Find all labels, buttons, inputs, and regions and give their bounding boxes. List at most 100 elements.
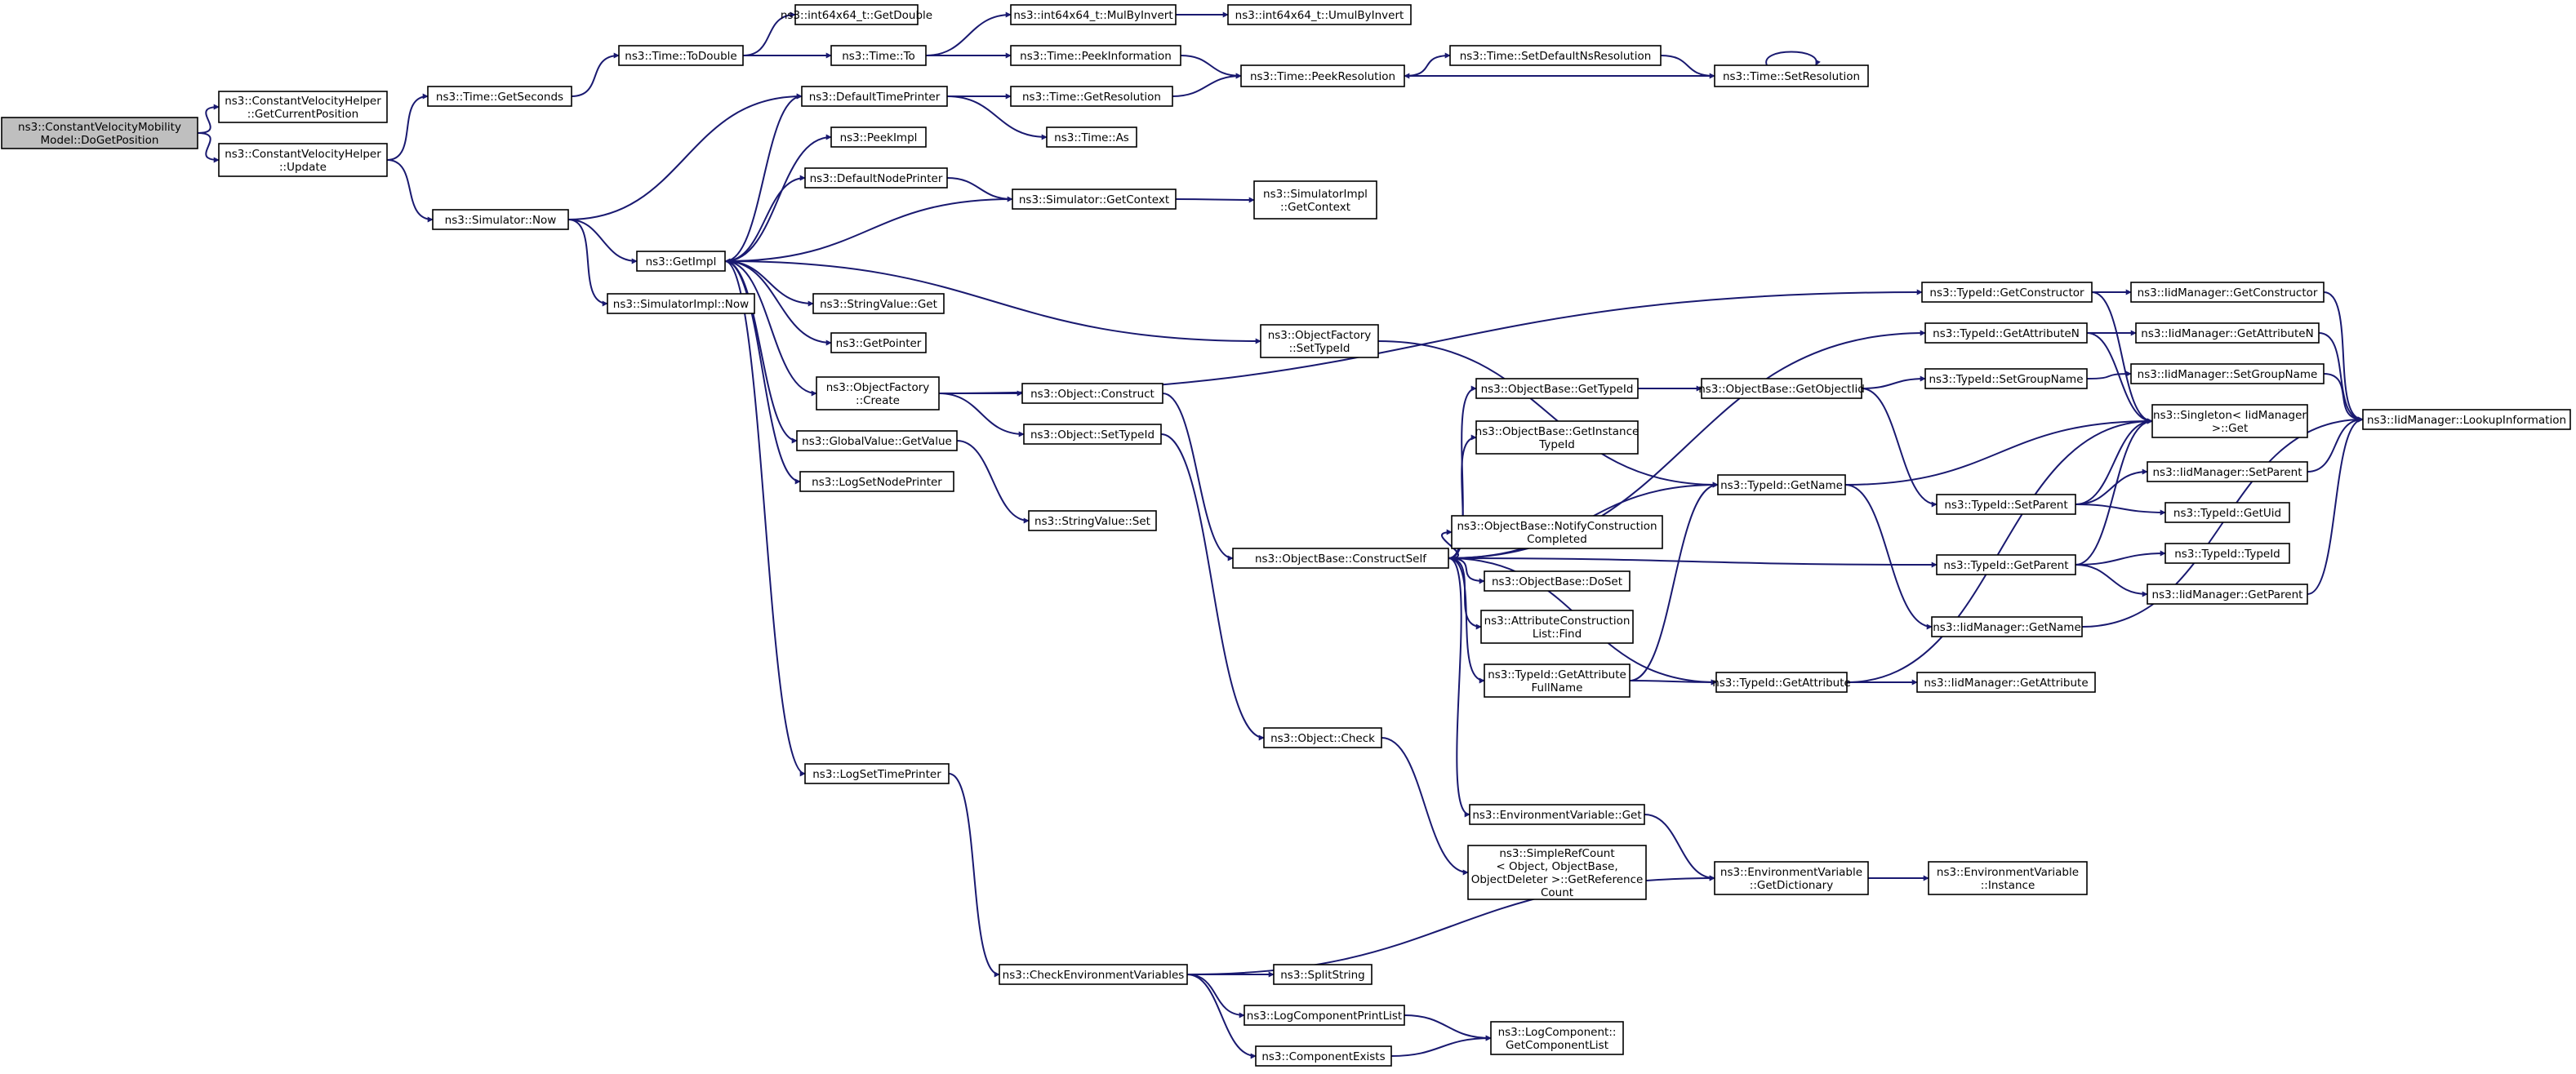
graph-node-n28[interactable]: ns3::LogSetTimePrinter	[804, 763, 950, 784]
graph-node-n39[interactable]: ns3::ObjectBase::DoSet	[1484, 570, 1631, 592]
graph-node-n27[interactable]: ns3::LogSetNodePrinter	[799, 471, 954, 492]
node-label-line: ns3::IidManager::SetParent	[2153, 466, 2302, 479]
node-label-line: GetComponentList	[1506, 1039, 1608, 1052]
node-box	[1260, 324, 1379, 358]
graph-node-n21[interactable]: ns3::GetImpl	[636, 251, 726, 272]
graph-node-n17[interactable]: ns3::PeekImpl	[830, 126, 927, 148]
graph-node-n8[interactable]: ns3::int64x64_t::MulByInvert	[1010, 4, 1177, 25]
node-label-line: ns3::EnvironmentVariable	[1720, 866, 1862, 879]
graph-node-n11[interactable]: ns3::Time::PeekResolution	[1240, 64, 1405, 87]
graph-node-n24[interactable]: ns3::GetPointer	[830, 332, 927, 353]
node-box	[1449, 45, 1662, 66]
graph-node-n29[interactable]: ns3::ObjectFactory::SetTypeId	[1260, 324, 1379, 358]
graph-node-n12[interactable]: ns3::Time::SetDefaultNsResolution	[1449, 45, 1662, 66]
graph-node-n20[interactable]: ns3::SimulatorImpl::GetContext	[1253, 180, 1377, 220]
graph-node-n46[interactable]: ns3::ComponentExists	[1255, 1045, 1392, 1067]
node-label-line: ns3::ConstantVelocityHelper	[225, 95, 381, 108]
node-box	[1916, 672, 2096, 693]
graph-node-n51[interactable]: ns3::EnvironmentVariable::GetDictionary	[1714, 861, 1869, 895]
node-label-line: TypeId	[1538, 438, 1575, 451]
graph-node-n7[interactable]: ns3::Time::To	[830, 45, 927, 66]
graph-node-n26[interactable]: ns3::GlobalValue::GetValue	[796, 430, 958, 451]
graph-node-n52[interactable]: ns3::TypeId::GetConstructor	[1921, 282, 2093, 303]
node-label-line: ns3::EnvironmentVariable::Get	[1472, 809, 1641, 822]
graph-node-n9[interactable]: ns3::int64x64_t::UmulByInvert	[1227, 4, 1412, 25]
call-edge-n25-n31	[938, 393, 1025, 437]
graph-node-n42[interactable]: ns3::EnvironmentVariable::Get	[1469, 804, 1645, 825]
graph-node-n68[interactable]: ns3::IidManager::LookupInformation	[2362, 409, 2571, 430]
graph-node-n13[interactable]: ns3::Time::SetResolution	[1714, 64, 1869, 87]
node-box	[1475, 420, 1639, 455]
graph-node-n16[interactable]: ns3::Time::As	[1046, 126, 1137, 148]
graph-node-n60[interactable]: ns3::IidManager::GetConstructor	[2130, 282, 2325, 303]
node-box	[1227, 4, 1412, 25]
node-label-line: ns3::ObjectBase::GetObjectIid	[1698, 383, 1865, 396]
graph-node-n14[interactable]: ns3::DefaultTimePrinter	[801, 86, 948, 107]
graph-node-n19[interactable]: ns3::Simulator::GetContext	[1012, 189, 1177, 210]
graph-node-n38[interactable]: ns3::ObjectBase::NotifyConstructionCompl…	[1451, 515, 1663, 549]
graph-node-n67[interactable]: ns3::IidManager::GetParent	[2147, 584, 2308, 605]
graph-node-n44[interactable]: ns3::SplitString	[1273, 964, 1373, 985]
graph-node-n62[interactable]: ns3::IidManager::SetGroupName	[2130, 363, 2325, 384]
graph-node-n4[interactable]: ns3::Simulator::Now	[432, 209, 569, 230]
call-edge-n67-n68	[2307, 416, 2364, 595]
graph-node-n65[interactable]: ns3::TypeId::GetUid	[2164, 502, 2290, 523]
graph-node-n50[interactable]: ns3::TypeId::GetAttribute	[1712, 672, 1851, 693]
node-label-line: ns3::Simulator::GetContext	[1019, 193, 1169, 206]
node-box	[1, 117, 198, 149]
graph-node-n54[interactable]: ns3::TypeId::SetGroupName	[1924, 368, 2088, 389]
graph-node-n22[interactable]: ns3::SimulatorImpl::Now	[607, 293, 755, 314]
graph-node-n48[interactable]: ns3::ObjectBase::GetObjectIid	[1698, 378, 1865, 399]
graph-node-n64[interactable]: ns3::IidManager::SetParent	[2147, 461, 2308, 482]
node-box	[2147, 461, 2308, 482]
graph-node-n6[interactable]: ns3::int64x64_t::GetDouble	[781, 4, 932, 25]
graph-node-n55[interactable]: ns3::TypeId::SetParent	[1936, 494, 2076, 515]
graph-node-n25[interactable]: ns3::ObjectFactory::Create	[816, 376, 940, 411]
graph-node-n33[interactable]: ns3::ObjectBase::ConstructSelf	[1232, 548, 1449, 569]
graph-node-n59[interactable]: ns3::EnvironmentVariable::Instance	[1928, 861, 2088, 895]
call-edge-n0-n2	[197, 132, 220, 163]
graph-node-n57[interactable]: ns3::IidManager::GetName	[1931, 616, 2083, 637]
graph-node-n43[interactable]: ns3::SimpleRefCount< Object, ObjectBase,…	[1467, 845, 1647, 900]
node-box	[812, 293, 945, 314]
graph-node-n32[interactable]: ns3::StringValue::Set	[1028, 510, 1157, 531]
graph-node-n30[interactable]: ns3::Object::Construct	[1021, 383, 1163, 404]
graph-node-n23[interactable]: ns3::StringValue::Get	[812, 293, 945, 314]
graph-node-n63[interactable]: ns3::Singleton< IidManager>::Get	[2151, 404, 2308, 438]
graph-node-n2[interactable]: ns3::ConstantVelocityHelper::Update	[218, 143, 388, 177]
graph-node-n31[interactable]: ns3::Object::SetTypeId	[1023, 424, 1162, 445]
node-label-line: ns3::int64x64_t::MulByInvert	[1013, 9, 1172, 22]
call-edge-n53-n63	[2086, 332, 2153, 424]
graph-node-n3[interactable]: ns3::Time::GetSeconds	[427, 86, 572, 107]
node-box	[1263, 727, 1382, 748]
node-box	[804, 167, 948, 189]
graph-node-n35[interactable]: ns3::CheckEnvironmentVariables	[999, 964, 1188, 985]
graph-node-n56[interactable]: ns3::TypeId::GetParent	[1936, 554, 2076, 575]
graph-node-n45[interactable]: ns3::LogComponentPrintList	[1244, 1005, 1405, 1026]
node-box	[607, 293, 755, 314]
graph-node-n58[interactable]: ns3::IidManager::GetAttribute	[1916, 672, 2096, 693]
graph-node-n66[interactable]: ns3::TypeId::TypeId	[2164, 543, 2290, 564]
graph-node-n5[interactable]: ns3::Time::ToDouble	[618, 45, 744, 66]
node-label-line: ns3::DefaultTimePrinter	[809, 91, 941, 104]
graph-node-n34[interactable]: ns3::Object::Check	[1263, 727, 1382, 748]
graph-node-n10[interactable]: ns3::Time::PeekInformation	[1010, 45, 1181, 66]
graph-node-n53[interactable]: ns3::TypeId::GetAttributeN	[1924, 322, 2088, 344]
graph-node-n47[interactable]: ns3::LogComponent::GetComponentList	[1490, 1021, 1624, 1055]
call-edge-n5-n6	[742, 11, 796, 56]
graph-node-n36[interactable]: ns3::ObjectBase::GetTypeId	[1475, 378, 1639, 399]
graph-node-n0[interactable]: ns3::ConstantVelocityMobilityModel::DoGe…	[1, 117, 198, 149]
graph-node-n15[interactable]: ns3::Time::GetResolution	[1010, 86, 1173, 107]
node-box	[1010, 86, 1173, 107]
graph-node-n18[interactable]: ns3::DefaultNodePrinter	[804, 167, 948, 189]
call-edge-n3-n5	[571, 52, 620, 97]
graph-node-n49[interactable]: ns3::TypeId::GetName	[1717, 474, 1846, 495]
graph-node-n1[interactable]: ns3::ConstantVelocityHelper::GetCurrentP…	[218, 91, 388, 123]
graph-node-n61[interactable]: ns3::IidManager::GetAttributeN	[2135, 322, 2320, 344]
node-box	[1012, 189, 1177, 210]
node-label-line: ns3::Time::SetResolution	[1723, 70, 1860, 83]
node-label-line: ns3::ConstantVelocityHelper	[225, 148, 381, 161]
